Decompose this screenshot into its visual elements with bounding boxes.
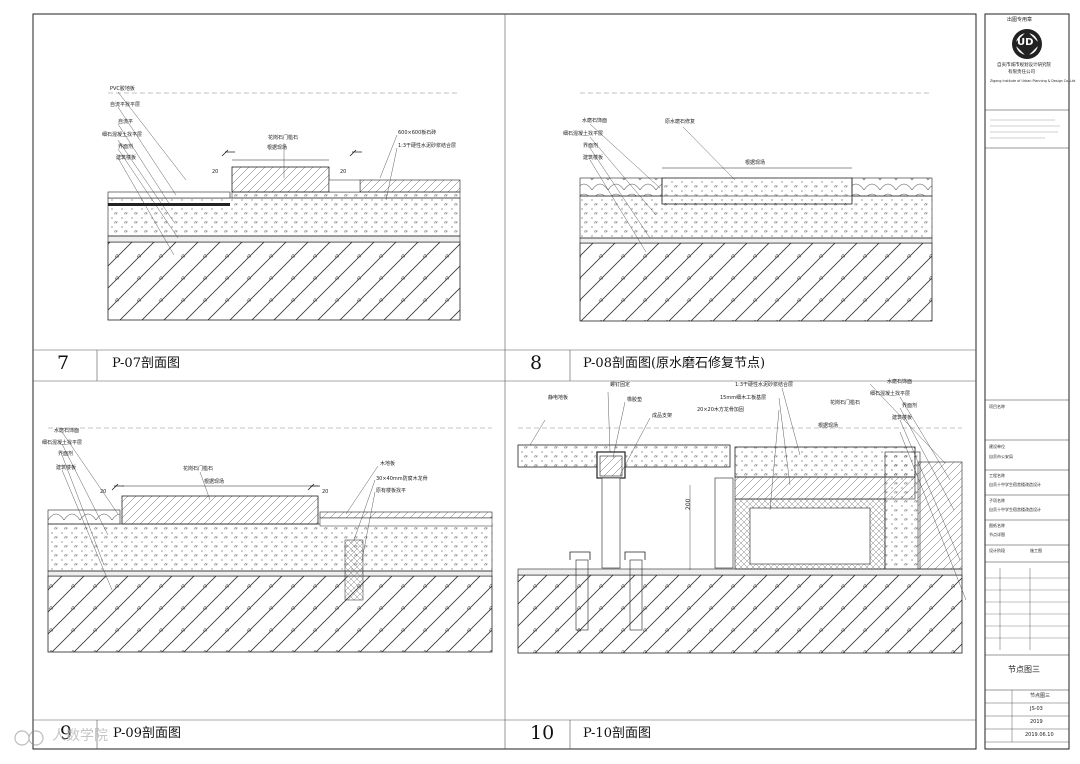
sheet-name-small: 节点图三 — [1030, 693, 1051, 699]
detail-7-title: P-07剖面图 — [112, 356, 180, 371]
field-label: 建设单位 — [989, 444, 1005, 449]
detail-9-title: P-09剖面图 — [113, 726, 181, 741]
d7-dim: 20 — [212, 169, 219, 175]
d10-label: 静电地板 — [548, 395, 569, 401]
d7-label: 花岗石门槛石 — [268, 135, 299, 141]
d7-dim: 20 — [340, 169, 347, 175]
field-label: 设计阶段 — [989, 548, 1005, 553]
d10-label: 界面剂 — [902, 403, 918, 409]
field-label: 子项名称 — [989, 498, 1005, 503]
d8-label: 细石混凝土找平层 — [563, 131, 604, 137]
d8-label: 水磨石饰面 — [582, 118, 608, 124]
detail-9-section — [47, 427, 493, 653]
title-block — [984, 13, 1070, 750]
d9-label: 界面剂 — [58, 451, 74, 457]
d10-label: 成品支架 — [652, 413, 673, 419]
detail-9-number: 9 — [60, 722, 73, 744]
d9-label: 细石混凝土找平层 — [42, 440, 83, 446]
detail-10-number: 10 — [530, 722, 555, 744]
d7-label: 600×600板石砖 — [398, 130, 437, 136]
d10-label: 建筑楼板 — [892, 415, 913, 421]
detail-10-title: P-10剖面图 — [583, 726, 651, 741]
d10-label: 根据现场 — [818, 423, 839, 429]
d9-label: 花岗石门槛石 — [183, 466, 214, 472]
detail-8-title: P-08剖面图(原水磨石修复节点) — [583, 356, 766, 371]
company-name-line1: 自贡市城市规划设计研究院 — [997, 63, 1051, 68]
detail-7-number: 7 — [57, 352, 70, 374]
detail-10-section — [517, 383, 967, 654]
d9-label: 原有楼板找平 — [376, 488, 407, 494]
field-value: 自贡十中学生宿舍楼改造设计 — [989, 507, 1041, 512]
field-label: 项目名称 — [989, 404, 1005, 409]
drawing-number: JS-03 — [1030, 706, 1043, 712]
detail-7-section — [107, 91, 461, 321]
sheet-frame — [32, 13, 977, 750]
year: 2019 — [1030, 719, 1043, 725]
stamp-label: 出图专用章 — [1007, 17, 1033, 23]
d10-label: 橡胶垫 — [627, 397, 643, 403]
field-value: 自贡市公安局 — [989, 454, 1013, 459]
d8-label: 根据现场 — [745, 160, 766, 166]
field-value: 施工图 — [1030, 548, 1042, 553]
d7-label: 根据现场 — [267, 145, 288, 151]
logo-icon — [1012, 29, 1042, 59]
logo-text: UD — [1017, 37, 1034, 48]
d7-label: 自流平 — [118, 119, 134, 125]
d10-label: 15mm细木工板基层 — [720, 395, 767, 401]
d10-dim: 200 — [685, 498, 692, 510]
detail-8-number: 8 — [530, 352, 543, 374]
field-value: 节点详图 — [989, 532, 1005, 537]
d10-label: 螺钉固定 — [610, 382, 631, 388]
d9-label: 木地板 — [380, 461, 396, 467]
d8-label: 原水磨石修复 — [665, 119, 696, 125]
d7-label: 建筑楼板 — [116, 155, 137, 161]
d10-label: 1:3干硬性水泥砂浆结合层 — [735, 382, 794, 388]
d9-dim: 20 — [322, 489, 329, 495]
d10-label: 水磨石饰面 — [887, 379, 913, 385]
d9-label: 水磨石饰面 — [54, 428, 80, 434]
d10-label: 花岗石门槛石 — [830, 400, 861, 406]
d9-label: 根据现场 — [204, 479, 225, 485]
field-value: 自贡十中学生宿舍楼改造设计 — [989, 482, 1041, 487]
d9-label: 建筑楼板 — [56, 465, 77, 471]
field-label: 图纸名称 — [989, 523, 1005, 528]
d9-label: 30×40mm防腐木龙骨 — [376, 476, 428, 482]
d8-label: 建筑楼板 — [583, 155, 604, 161]
company-name-line2: 有限责任公司 — [1008, 70, 1035, 75]
d10-label: 20×20木方龙骨加固 — [697, 407, 744, 413]
d10-label: 细石混凝土找平层 — [870, 391, 911, 397]
d7-label: 界面剂 — [118, 144, 134, 150]
d7-label: 自流平找平层 — [110, 102, 141, 108]
d9-dim: 20 — [100, 489, 107, 495]
watermark-logo-icon — [14, 730, 44, 746]
sheet-name: 节点图三 — [1008, 665, 1040, 674]
d7-label: PVC胶地板 — [110, 86, 135, 92]
field-label: 工程名称 — [989, 473, 1005, 478]
d8-label: 界面剂 — [583, 143, 599, 149]
company-name-en: Zigong Institute of Urban Planning & Des… — [990, 79, 1076, 83]
d7-label: 1:3干硬性水泥砂浆结合层 — [398, 143, 457, 149]
detail-8-section — [579, 92, 933, 322]
d7-label: 细石混凝土找平层 — [102, 132, 143, 138]
date: 2019.06.10 — [1025, 732, 1054, 738]
watermark-text: 人数学院 — [52, 728, 108, 744]
